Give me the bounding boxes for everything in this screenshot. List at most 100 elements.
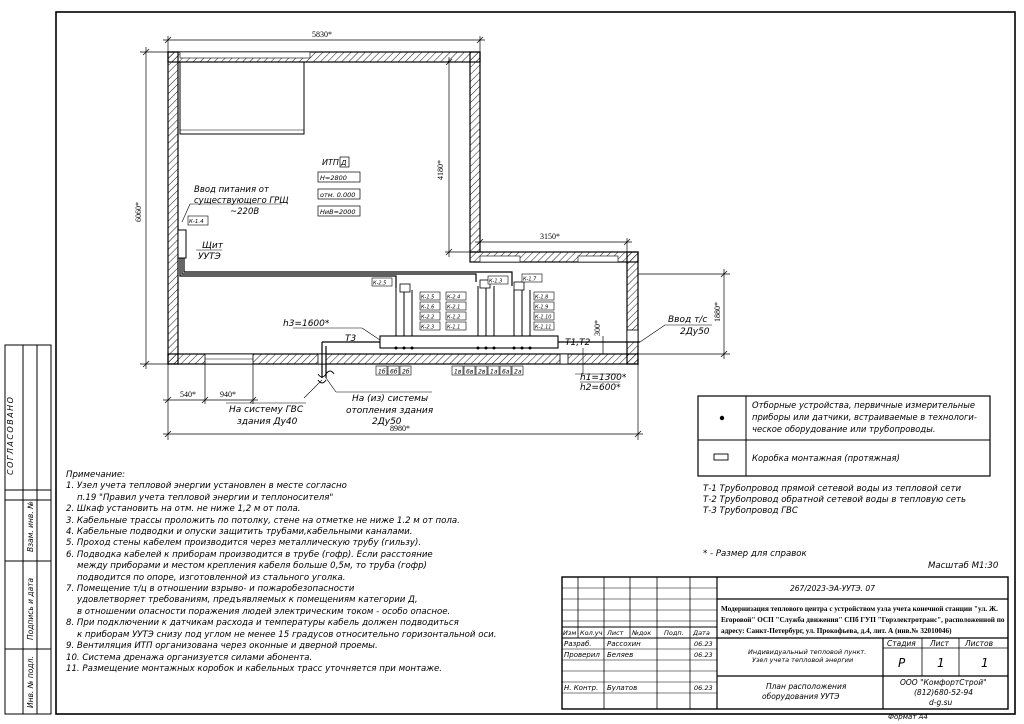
legend-table xyxy=(697,395,991,477)
notes-block: Примечание: 1. Узел учета тепловой энерг… xyxy=(66,470,546,675)
k-tag-boxes xyxy=(371,273,555,331)
room-number: Д xyxy=(340,159,347,167)
hdr-ndok: №док xyxy=(631,629,651,637)
sheet-header: Лист xyxy=(929,639,950,648)
company-line1: ООО "КомфортСтрой" xyxy=(900,678,987,687)
sensor-points xyxy=(394,346,532,350)
panel-label-1: Щит xyxy=(202,241,224,251)
hdr-podp: Подп. xyxy=(664,629,684,637)
bottom-tag: 2в xyxy=(478,369,486,376)
room-niv: НиВ=2000 xyxy=(320,208,356,216)
format-label: Формат А4 xyxy=(888,713,928,721)
dim-annex-height: 1880* xyxy=(713,302,722,322)
notes-title: Примечание: xyxy=(66,470,126,480)
drawing-line1: План расположения xyxy=(766,682,847,691)
dim-940: 940* xyxy=(220,390,236,399)
k-tag: К-1.1 xyxy=(447,325,460,331)
stamp-inv: Инв. № подл. xyxy=(26,656,35,708)
sheets-header: Листов xyxy=(964,639,993,648)
dimension-lines xyxy=(140,36,730,440)
doc-code: 267/2023-ЭА-УУТЭ. 07 xyxy=(790,584,875,593)
t1t2-label: Т1,Т2 xyxy=(565,338,591,348)
row-role: Проверил xyxy=(564,651,600,659)
k-tag: К-2.4 xyxy=(447,295,460,301)
room-height: Н=2800 xyxy=(320,174,347,182)
dim-top-width: 5830* xyxy=(312,30,332,39)
k-tag: К-1.5 xyxy=(421,295,434,301)
note-line: 1. Узел учета тепловой энергии установле… xyxy=(66,481,347,492)
row-name: Беляев xyxy=(607,651,633,659)
object-line1: Индивидуальный тепловой пункт. xyxy=(748,648,866,656)
title-block-grid xyxy=(561,576,1009,710)
row-date: 06.23 xyxy=(694,684,713,692)
bottom-tag: 1в xyxy=(454,369,462,376)
dim-annex-width: 3150* xyxy=(540,232,560,241)
note-line: подводится по опоре, изготовленной из ст… xyxy=(77,572,346,583)
pipe-t3: Т-3 Трубопровод ГВС xyxy=(703,506,798,516)
bottom-tag: 1а xyxy=(490,369,498,376)
project-line1: Модернизация теплового центра с устройст… xyxy=(721,605,998,613)
hdr-izm: Изм xyxy=(563,629,576,637)
dim-height-inner: 4180* xyxy=(436,160,445,180)
heating-line1: На (из) системы xyxy=(352,394,428,404)
hdr-data: Дата xyxy=(692,629,710,637)
note-line: 4. Кабельные подводки и опуски защитить … xyxy=(66,527,413,538)
sheet-frame xyxy=(55,11,1016,715)
bottom-tag: 2а xyxy=(514,369,522,376)
row-name: Булатов xyxy=(607,684,637,692)
hdr-list: Лист xyxy=(606,629,624,637)
row-date: 06.23 xyxy=(694,640,713,648)
gvs-line2: здания Ду40 xyxy=(237,417,298,427)
input-ts-line2: 2Ду50 xyxy=(680,327,710,337)
panel-label-2: УУТЭ xyxy=(198,252,221,262)
sheet-value: 1 xyxy=(937,656,945,670)
input-ts-line1: Ввод т/с xyxy=(668,315,707,325)
side-stamp xyxy=(4,344,52,715)
k-tag: К-1.8 xyxy=(535,295,548,301)
object-line2: Узел учета тепловой энергии xyxy=(752,656,853,664)
bottom-tag: 6в xyxy=(466,369,474,376)
note-line: между приборами и местом крепления кабел… xyxy=(77,561,427,572)
k-tag: К-1.6 xyxy=(421,305,434,311)
note-line: 11. Размещение монтажных коробок и кабел… xyxy=(66,663,442,674)
pipe-t1: Т-1 Трубопровод прямой сетевой воды из т… xyxy=(703,484,961,494)
reference-note: * - Размер для справок xyxy=(703,549,808,559)
bottom-tag: 2б xyxy=(402,369,410,376)
note-line: 10. Система дренажа организуется силами … xyxy=(66,652,313,663)
hdr-koluch: Кол.уч xyxy=(580,629,603,637)
power-input-line3: ~220В xyxy=(230,207,259,217)
company-line2: (812)680-52-94 xyxy=(914,688,973,697)
bottom-tag-boxes xyxy=(375,365,524,376)
drawing-line2: оборудования УУТЭ xyxy=(762,692,840,701)
k-tag: К-1.3 xyxy=(489,279,502,285)
project-line3: адресу: Санкт-Петербург, ул. Прокофьева,… xyxy=(721,627,952,635)
cable-routes xyxy=(179,258,531,336)
k-tag: К-1.11 xyxy=(535,325,552,331)
sheets-value: 1 xyxy=(981,656,989,670)
dim-300: 300* xyxy=(593,320,602,336)
k-tag: К-1.7 xyxy=(523,277,537,283)
bottom-tag: 1б xyxy=(378,369,386,376)
stamp-vzam: Взам. инв. № xyxy=(26,501,35,552)
dim-total-width: 8980* xyxy=(390,424,410,433)
h2-label: h2=600* xyxy=(580,383,621,393)
pipe-t2: Т-2 Трубопровод обратной сетевой воды в … xyxy=(703,495,966,505)
bottom-tag: 6а xyxy=(502,369,510,376)
row-role: Н. Контр. xyxy=(564,684,598,692)
k-tag: К-2.2 xyxy=(421,315,434,321)
room-level: отм. 0.000 xyxy=(320,191,355,199)
t3-label: Т3 xyxy=(345,334,356,344)
panel-uute xyxy=(177,229,187,259)
note-line: 6. Подводка кабелей к приборам производи… xyxy=(66,549,433,560)
company-line3: d-g.su xyxy=(929,698,953,707)
scale-label: Масштаб М1:30 xyxy=(928,561,999,571)
stamp-agreed: СОГЛАСОВАНО xyxy=(6,396,15,475)
stage-value: Р xyxy=(898,656,906,670)
note-line: удовлетворяет требованиям, предъявляемых… xyxy=(77,595,418,606)
h1-label: h1=1300* xyxy=(580,373,627,383)
note-line: п.19 "Правил учета тепловой энергии и те… xyxy=(77,492,334,503)
note-line: 7. Помещение т/ц в отношении взрыво- и п… xyxy=(66,584,355,595)
dim-540: 540* xyxy=(180,390,196,399)
